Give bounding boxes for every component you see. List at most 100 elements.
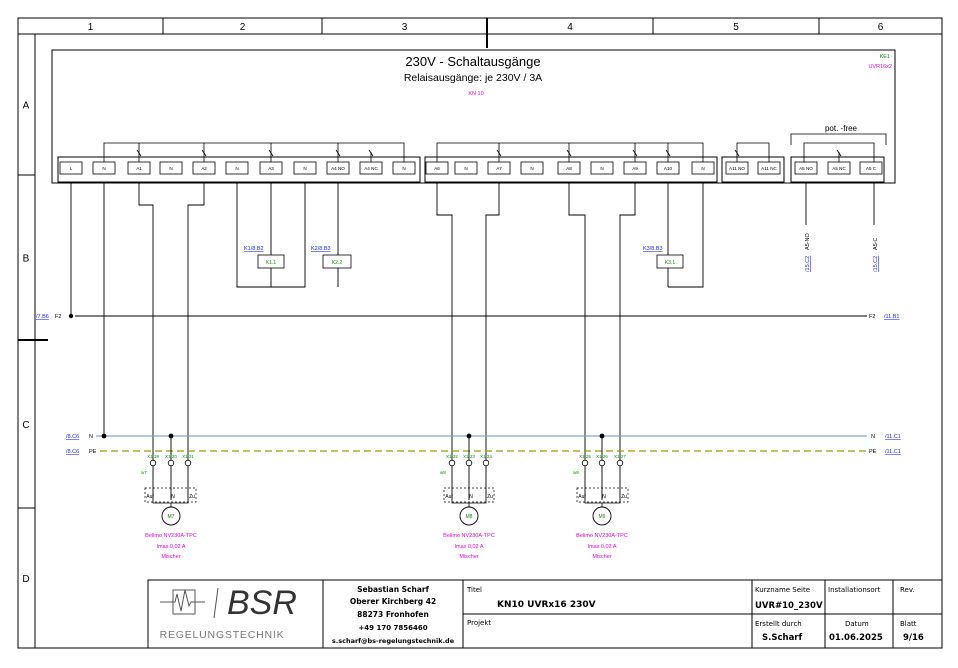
relay-ref[interactable]: K2/8.B3 (311, 246, 331, 252)
terminal-label: N (701, 166, 704, 171)
blatt-value: 9/16 (903, 633, 924, 643)
terminal-label: A9 (632, 166, 638, 171)
terminal: N (392, 161, 416, 175)
pe-left-ref[interactable]: /8.C6 (66, 449, 79, 455)
terminal: N (520, 161, 544, 175)
potfree-wire-1: /15.C2 A5-NO (805, 232, 811, 272)
terminal-label: A11 NO (729, 166, 745, 171)
potfree-wire-2: /15.C2 A5-C (873, 237, 879, 272)
terminal-strip-3 (721, 156, 785, 183)
relay-contacts (103, 133, 887, 162)
terminal-label: N (402, 166, 405, 171)
terminal-label: A10 (664, 166, 673, 171)
relay-k1: K1.1 K1/8.B2 (244, 246, 285, 269)
datum-label: Datum (845, 620, 869, 628)
motor-wire: w8 (440, 470, 446, 475)
terminal: A3 (259, 161, 283, 175)
terminal-label: N (235, 166, 238, 171)
n-left-name: N (89, 434, 93, 440)
relay-ref[interactable]: K3/8.B3 (643, 246, 663, 252)
terminal: N (691, 161, 715, 175)
terminal-label: A5 NO (799, 166, 813, 171)
terminal-strip-4 (790, 156, 885, 183)
terminal-label: A5 C (866, 166, 877, 171)
motor-pin: Auf (146, 494, 154, 500)
terminal: A5 NO (794, 161, 818, 175)
address-line-1: Sebastian Scharf (357, 585, 429, 594)
terminal: L (59, 161, 83, 175)
motor-pin: Zu (189, 494, 195, 500)
terminal-strip-2 (424, 156, 718, 183)
potfree-label: pot. -free (825, 124, 858, 133)
datum-value: 01.06.2025 (829, 633, 883, 643)
potfree-ref[interactable]: /15.C2 (873, 256, 879, 272)
motor-terminal: X1:24 (480, 454, 492, 459)
relay-k2: K2.2 K2/8.B3 (311, 246, 352, 269)
column-label: 2 (240, 22, 246, 33)
relay-ref[interactable]: K1/8.B2 (244, 246, 264, 252)
relay-name: K2.2 (332, 260, 343, 266)
module-subtitle: Relaisausgänge: je 230V / 3A (404, 72, 542, 84)
motor-pin: Zu (487, 494, 493, 500)
motor-name: M8 (466, 514, 473, 520)
blatt-label: Blatt (900, 620, 917, 628)
motor-terminal: X1:26 (596, 454, 608, 459)
motor-imax: Imax 0,02 A (454, 544, 483, 550)
motor-type: Mischer (459, 554, 478, 560)
erstellt-value: S.Scharf (762, 633, 802, 643)
relay-name: K1.1 (266, 260, 277, 266)
motor-name: M9 (599, 514, 606, 520)
address-line-2: Oberer Kirchberg 42 (350, 597, 436, 606)
terminal-label: A8 (566, 166, 572, 171)
terminal-label: A7 (496, 166, 502, 171)
n-left-ref[interactable]: /8.C6 (66, 434, 79, 440)
module-ref-device: UVR16x2 (868, 64, 892, 70)
motor-terminal: X1:27 (614, 454, 626, 459)
column-label: 4 (567, 22, 573, 33)
terminal-label: A3 (268, 166, 274, 171)
row-label: C (22, 420, 29, 431)
module-box (51, 49, 896, 184)
f2-left-ref[interactable]: /7.B6 (36, 314, 49, 320)
erstellt-label: Erstellt durch (755, 620, 802, 628)
installationsort-label: Installationsort (828, 586, 881, 594)
row-label: A (23, 101, 30, 112)
terminal: A4 NO (326, 161, 350, 175)
kurzname-value: UVR#10_230V (755, 601, 823, 611)
f2-right-ref[interactable]: /11.B1 (884, 314, 900, 320)
terminal: A10 (656, 161, 680, 175)
terminal-label: N (600, 166, 603, 171)
terminal-label: A5 NC (832, 166, 846, 171)
terminal-label: N (464, 166, 467, 171)
pe-right-ref[interactable]: /11.C1 (885, 449, 901, 455)
pe-left-name: PE (89, 449, 97, 455)
motor-model: Belimo NV230A-TPC (145, 533, 197, 539)
address-line-5: s.scharf@bs-regelungstechnik.de (332, 637, 455, 645)
terminal: A7 (487, 161, 511, 175)
motor-type: Mischer (592, 554, 611, 560)
pe-right-name: PE (869, 449, 877, 455)
outer-frame (17, 17, 943, 649)
motor-terminal: X1:20 (165, 454, 177, 459)
terminal: A11 NO (725, 161, 749, 175)
wiring (70, 182, 875, 460)
terminal: N (293, 161, 317, 175)
potfree-ref[interactable]: /15.C2 (805, 256, 811, 272)
terminal: A1 (127, 161, 151, 175)
column-label: 5 (733, 22, 739, 33)
module-title: 230V - Schaltausgänge (405, 54, 540, 69)
n-right-name: N (871, 434, 875, 440)
terminal: N (225, 161, 249, 175)
rev-label: Rev. (900, 586, 915, 594)
motor-type: Mischer (161, 554, 180, 560)
relay-k3: K3.1 K3/8.B3 (643, 246, 684, 269)
terminal: A4 NC (359, 161, 383, 175)
terminal-label: A4 NC (364, 166, 378, 171)
motor-imax: Imax 0,02 A (156, 544, 185, 550)
terminal: N (454, 161, 478, 175)
n-right-ref[interactable]: /11.C1 (885, 434, 901, 440)
kurzname-label: Kurzname Seite (755, 586, 810, 594)
